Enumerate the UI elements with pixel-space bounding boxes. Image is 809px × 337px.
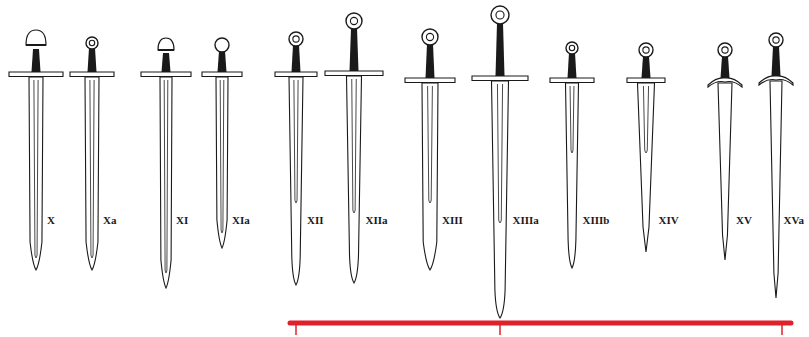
sword-pommel <box>718 43 732 57</box>
sword-grip <box>496 23 505 76</box>
blade-fuller <box>294 80 298 203</box>
sword-grip <box>88 48 97 72</box>
sword-blade <box>216 77 228 248</box>
sword-grip <box>721 56 730 78</box>
pommel-base <box>158 49 174 51</box>
sword-figure <box>9 30 63 270</box>
sword-blade <box>160 77 172 288</box>
pommel-base <box>26 44 46 46</box>
pommel-boss <box>350 17 357 24</box>
pommel-boss <box>89 40 94 45</box>
sword-blade <box>566 83 579 268</box>
blade-fuller <box>220 80 224 233</box>
sword-crossguard <box>325 71 383 76</box>
bar-tick <box>781 323 783 335</box>
sword-figure <box>759 33 793 298</box>
pommel-boss <box>773 37 779 43</box>
sword-crossguard <box>759 76 793 85</box>
sword-crossguard <box>550 78 594 83</box>
sword-grip <box>218 51 227 72</box>
blade-fuller <box>570 86 574 153</box>
sword-blade <box>492 81 509 318</box>
sword-pommel <box>158 38 174 50</box>
sword-pommel <box>215 38 229 52</box>
sword-pommel <box>86 37 98 49</box>
pommel-boss <box>569 45 574 50</box>
type-label: XV <box>735 214 753 227</box>
sword-blade <box>422 83 438 270</box>
sword-grip <box>772 46 781 76</box>
sword-crossguard <box>202 72 242 77</box>
blade-fuller <box>497 84 502 223</box>
sword-blade <box>289 77 303 285</box>
type-label: X <box>46 214 56 227</box>
type-label: XIa <box>231 214 251 227</box>
type-label: XIIa <box>365 214 389 227</box>
sword-pommel <box>26 30 46 45</box>
sword-figures <box>9 6 793 318</box>
sword-figure <box>405 29 455 270</box>
bar-line <box>290 321 791 326</box>
sword-grip <box>568 53 577 78</box>
sword-crossguard <box>708 78 742 87</box>
sword-pommel <box>346 13 362 29</box>
sword-figure <box>275 32 317 285</box>
sword-grip <box>162 53 171 72</box>
type-label: XIII <box>441 214 464 227</box>
type-label: XII <box>306 214 325 227</box>
blade-fuller <box>428 86 433 203</box>
type-label: XIIIb <box>582 214 611 227</box>
blade-fuller <box>164 80 168 273</box>
sword-grip <box>642 56 651 78</box>
sword-pommel <box>289 32 303 46</box>
sword-blade <box>347 76 362 283</box>
sword-blade <box>29 77 43 270</box>
sword-blade <box>638 83 655 252</box>
type-label: XVa <box>783 214 805 227</box>
red-period-bar <box>290 323 791 335</box>
sword-pommel <box>639 43 653 57</box>
sword-blade <box>718 83 732 260</box>
sword-figure <box>141 38 191 288</box>
sword-figure <box>70 37 114 270</box>
sword-figure <box>472 6 528 318</box>
sword-crossguard <box>472 76 528 81</box>
type-label: XIV <box>658 214 680 227</box>
pommel-boss <box>293 36 299 42</box>
sword-grip <box>350 28 359 71</box>
sword-figure <box>708 43 742 260</box>
sword-pommel <box>491 6 509 24</box>
sword-pommel <box>422 29 438 45</box>
pommel-boss <box>496 11 504 19</box>
type-label: XI <box>175 214 189 227</box>
sword-crossguard <box>141 72 191 77</box>
sword-blade <box>85 77 99 270</box>
sword-grip <box>32 49 41 72</box>
sword-pommel <box>566 42 578 54</box>
sword-figure <box>550 42 594 268</box>
sword-grip <box>292 45 301 72</box>
blade-fuller <box>643 86 648 153</box>
bar-tick <box>295 323 297 335</box>
blade-fuller <box>352 79 357 213</box>
sword-grip <box>426 44 435 78</box>
pommel-boss <box>426 33 433 40</box>
sword-crossguard <box>275 72 317 77</box>
pommel-boss <box>643 47 649 53</box>
sword-blade <box>770 81 782 298</box>
sword-crossguard <box>405 78 455 83</box>
type-label: Xa <box>102 214 117 227</box>
pommel-boss <box>722 47 728 53</box>
bar-tick <box>499 323 501 335</box>
blade-fuller <box>90 80 94 258</box>
type-label: XIIIa <box>512 214 540 227</box>
sword-crossguard <box>9 72 63 77</box>
sword-figure <box>325 13 383 283</box>
sword-pommel <box>769 33 783 47</box>
blade-fuller <box>34 80 38 258</box>
sword-crossguard <box>70 72 114 77</box>
sword-crossguard <box>627 78 665 83</box>
